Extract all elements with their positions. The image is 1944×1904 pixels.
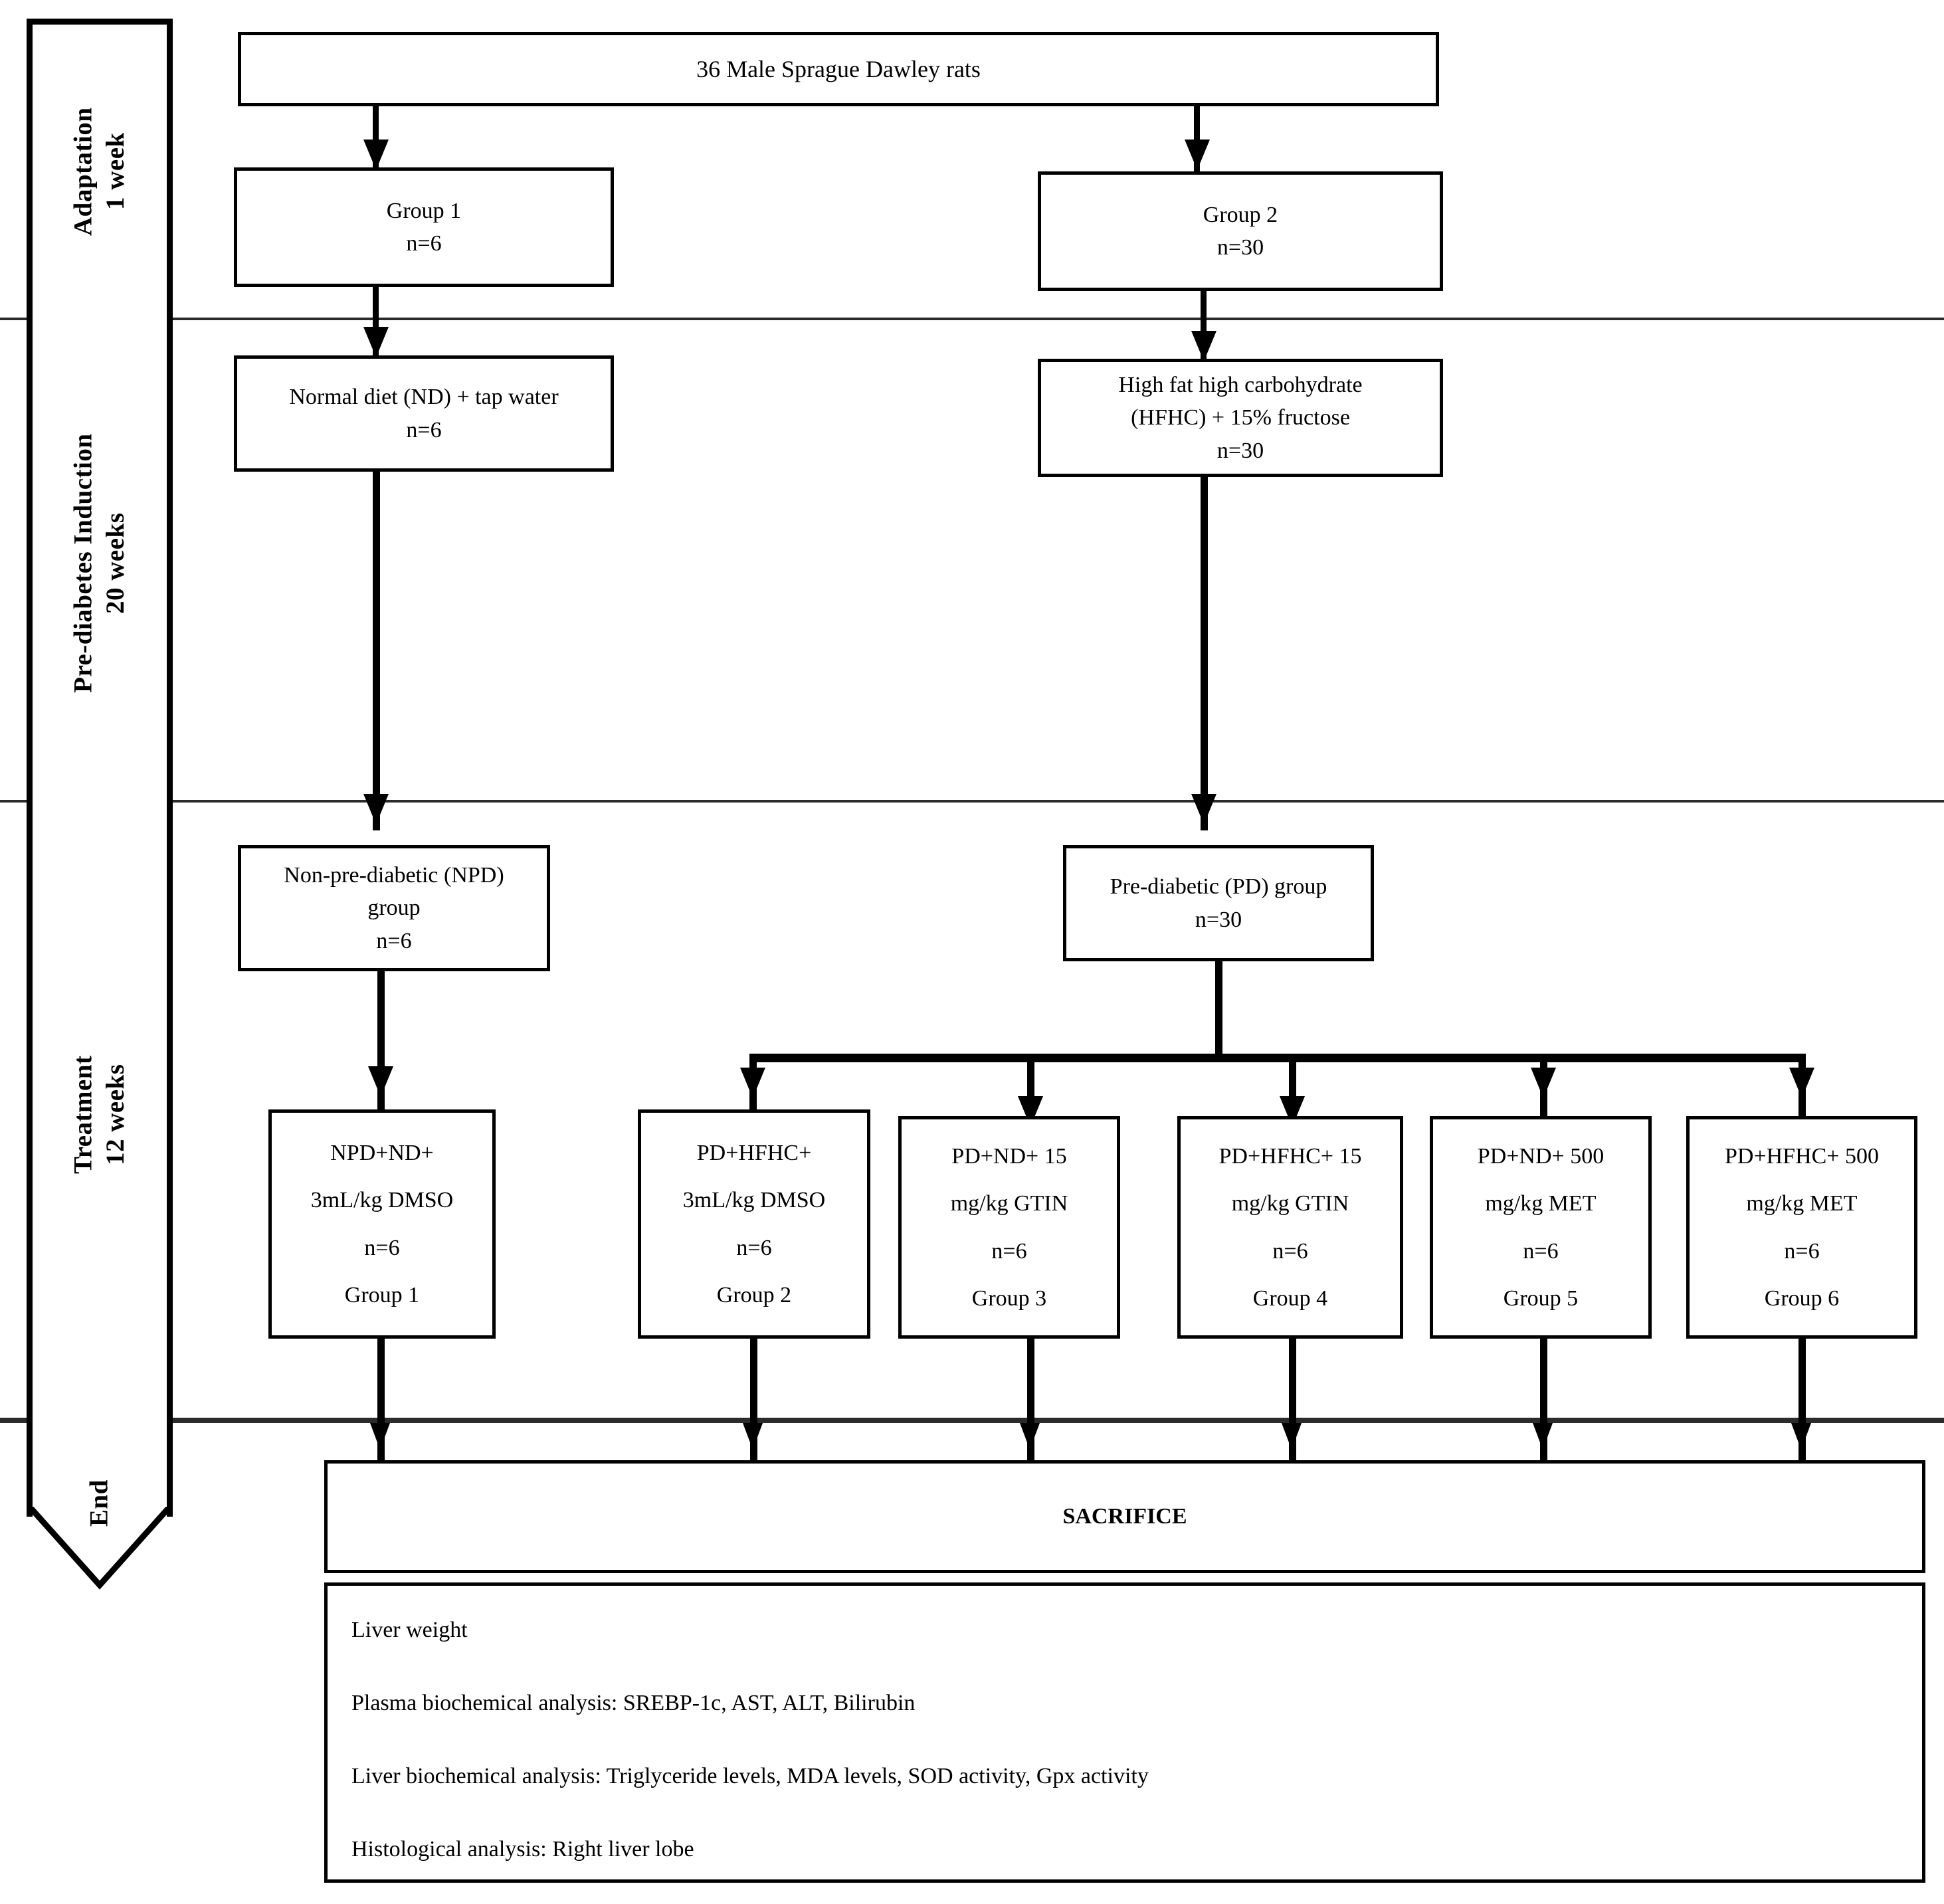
treatment-4-line-1: mg/kg GTIN [1231, 1191, 1349, 1216]
treatment-1-line-3: Group 1 [344, 1282, 420, 1307]
timeline-label-end: End [84, 1479, 114, 1527]
status-pd-line-1: n=30 [1195, 907, 1242, 932]
status-box-pd: Pre-diabetic (PD) group n=30 [1063, 845, 1374, 961]
arrowhead-bus-to-t2 [740, 1068, 765, 1098]
timeline-label-treatment: Treatment 12 weeks [68, 1055, 130, 1175]
treatment-6-line-1: mg/kg MET [1746, 1191, 1858, 1216]
connector-t6-to-sacrifice [1798, 1339, 1806, 1468]
status-npd-line-1: group [367, 896, 421, 921]
timeline-sidebar: Adaptation 1 week Pre-diabetes Induction… [27, 19, 173, 1590]
connector-hfhc-to-pd [1201, 477, 1208, 830]
arrowhead-root-to-group1 [363, 140, 389, 170]
arrowhead-t6-to-sacrifice [1791, 1423, 1811, 1450]
treatment-2-line-2: n=6 [736, 1235, 772, 1260]
allocation-box-group1: Group 1 n=6 [234, 167, 614, 287]
arrowhead-nd-to-npd [363, 794, 389, 824]
arrowhead-bus-to-t6 [1789, 1068, 1814, 1098]
sacrifice-box: SACRIFICE [324, 1460, 1925, 1573]
treatment-6-line-3: Group 6 [1764, 1285, 1840, 1311]
connector-nd-to-npd [373, 472, 380, 830]
arrowhead-root-to-group2 [1185, 140, 1210, 170]
connector-pd-stem [1215, 961, 1222, 1061]
diet-normal-line-0: Normal diet (ND) + tap water [289, 385, 559, 410]
analysis-outcomes-box: Liver weight Plasma biochemical analysis… [324, 1582, 1925, 1883]
arrowhead-npd-to-t1 [368, 1066, 393, 1097]
analysis-item-1: Plasma biochemical analysis: SREBP-1c, A… [351, 1691, 916, 1715]
arrowhead-group1-to-nd [363, 327, 389, 357]
treatment-5-line-0: PD+ND+ 500 [1477, 1143, 1604, 1169]
sacrifice-label: SACRIFICE [1062, 1504, 1187, 1529]
timeline-label-adaptation: Adaptation 1 week [68, 107, 130, 236]
treatment-5-line-1: mg/kg MET [1485, 1191, 1597, 1216]
phase-divider-2 [0, 800, 1944, 803]
arrowhead-bus-to-t5 [1531, 1068, 1556, 1098]
treatment-3-line-3: Group 3 [971, 1285, 1047, 1311]
diet-hfhc-line-1: (HFHC) + 15% fructose [1131, 405, 1350, 430]
connector-t3-to-sacrifice [1027, 1339, 1034, 1468]
treatment-box-group-1: NPD+ND+ 3mL/kg DMSO n=6 Group 1 [268, 1109, 496, 1339]
allocation-group2-line-0: Group 2 [1203, 202, 1278, 227]
arrowhead-t4-to-sacrifice [1282, 1423, 1302, 1450]
analysis-item-0: Liver weight [351, 1618, 468, 1642]
treatment-5-line-2: n=6 [1523, 1238, 1559, 1264]
treatment-1-line-0: NPD+ND+ [330, 1140, 434, 1165]
treatment-6-line-0: PD+HFHC+ 500 [1724, 1143, 1879, 1169]
treatment-5-line-3: Group 5 [1503, 1285, 1579, 1311]
treatment-3-line-1: mg/kg GTIN [950, 1191, 1068, 1216]
treatment-4-line-0: PD+HFHC+ 15 [1218, 1143, 1362, 1169]
arrowhead-t2-to-sacrifice [743, 1423, 763, 1450]
allocation-box-group2: Group 2 n=30 [1038, 171, 1443, 291]
status-pd-line-0: Pre-diabetic (PD) group [1110, 874, 1327, 900]
diet-normal-line-1: n=6 [406, 417, 442, 442]
connector-t2-to-sacrifice [750, 1339, 757, 1468]
arrowhead-t3-to-sacrifice [1020, 1423, 1040, 1450]
arrowhead-t5-to-sacrifice [1533, 1423, 1553, 1450]
treatment-3-line-2: n=6 [991, 1238, 1027, 1264]
connector-pd-bus [749, 1054, 1806, 1062]
treatment-4-line-3: Group 4 [1252, 1285, 1328, 1311]
treatment-3-line-0: PD+ND+ 15 [951, 1143, 1067, 1169]
connector-group2-to-hfhc [1201, 291, 1207, 361]
analysis-item-3: Histological analysis: Right liver lobe [351, 1837, 694, 1861]
treatment-box-group-5: PD+ND+ 500 mg/kg MET n=6 Group 5 [1430, 1116, 1652, 1339]
diet-box-hfhc: High fat high carbohydrate (HFHC) + 15% … [1038, 359, 1443, 477]
treatment-box-group-2: PD+HFHC+ 3mL/kg DMSO n=6 Group 2 [638, 1109, 870, 1339]
allocation-group1-line-0: Group 1 [386, 198, 462, 223]
treatment-box-group-3: PD+ND+ 15 mg/kg GTIN n=6 Group 3 [898, 1116, 1120, 1339]
treatment-4-line-2: n=6 [1272, 1238, 1308, 1264]
arrowhead-t1-to-sacrifice [370, 1423, 390, 1450]
diet-hfhc-line-0: High fat high carbohydrate [1118, 373, 1363, 398]
analysis-item-2: Liver biochemical analysis: Triglyceride… [351, 1764, 1149, 1788]
treatment-box-group-6: PD+HFHC+ 500 mg/kg MET n=6 Group 6 [1686, 1116, 1917, 1339]
timeline-sidebar-body [27, 19, 173, 1517]
treatment-6-line-2: n=6 [1784, 1238, 1820, 1264]
treatment-1-line-1: 3mL/kg DMSO [310, 1188, 454, 1213]
status-npd-line-2: n=6 [376, 928, 412, 953]
treatment-box-group-4: PD+HFHC+ 15 mg/kg GTIN n=6 Group 4 [1177, 1116, 1403, 1339]
root-cohort-box: 36 Male Sprague Dawley rats [238, 32, 1439, 106]
connector-group1-to-nd [373, 287, 379, 357]
connector-t5-to-sacrifice [1540, 1339, 1547, 1468]
timeline-arrow-tip [27, 1507, 173, 1590]
connector-t1-to-sacrifice [377, 1339, 385, 1468]
phase-divider-1 [0, 318, 1944, 320]
treatment-1-line-2: n=6 [364, 1235, 400, 1260]
phase-divider-3 [0, 1418, 1944, 1423]
treatment-2-line-0: PD+HFHC+ [696, 1140, 812, 1165]
allocation-group2-line-1: n=30 [1216, 235, 1264, 260]
connector-t4-to-sacrifice [1289, 1339, 1296, 1468]
treatment-2-line-1: 3mL/kg DMSO [682, 1188, 826, 1213]
status-box-npd: Non-pre-diabetic (NPD) group n=6 [238, 845, 550, 971]
timeline-label-induction: Pre-diabetes Induction 20 weeks [68, 433, 130, 694]
allocation-group1-line-1: n=6 [406, 231, 442, 256]
diet-box-normal: Normal diet (ND) + tap water n=6 [234, 355, 614, 472]
diet-hfhc-line-2: n=30 [1216, 438, 1264, 463]
arrowhead-hfhc-to-pd [1191, 794, 1216, 824]
arrowhead-group2-to-hfhc [1191, 331, 1216, 361]
connector-npd-to-t1 [377, 971, 385, 1114]
treatment-2-line-3: Group 2 [716, 1282, 792, 1307]
status-npd-line-0: Non-pre-diabetic (NPD) [284, 863, 504, 888]
root-cohort-label: 36 Male Sprague Dawley rats [696, 55, 981, 82]
